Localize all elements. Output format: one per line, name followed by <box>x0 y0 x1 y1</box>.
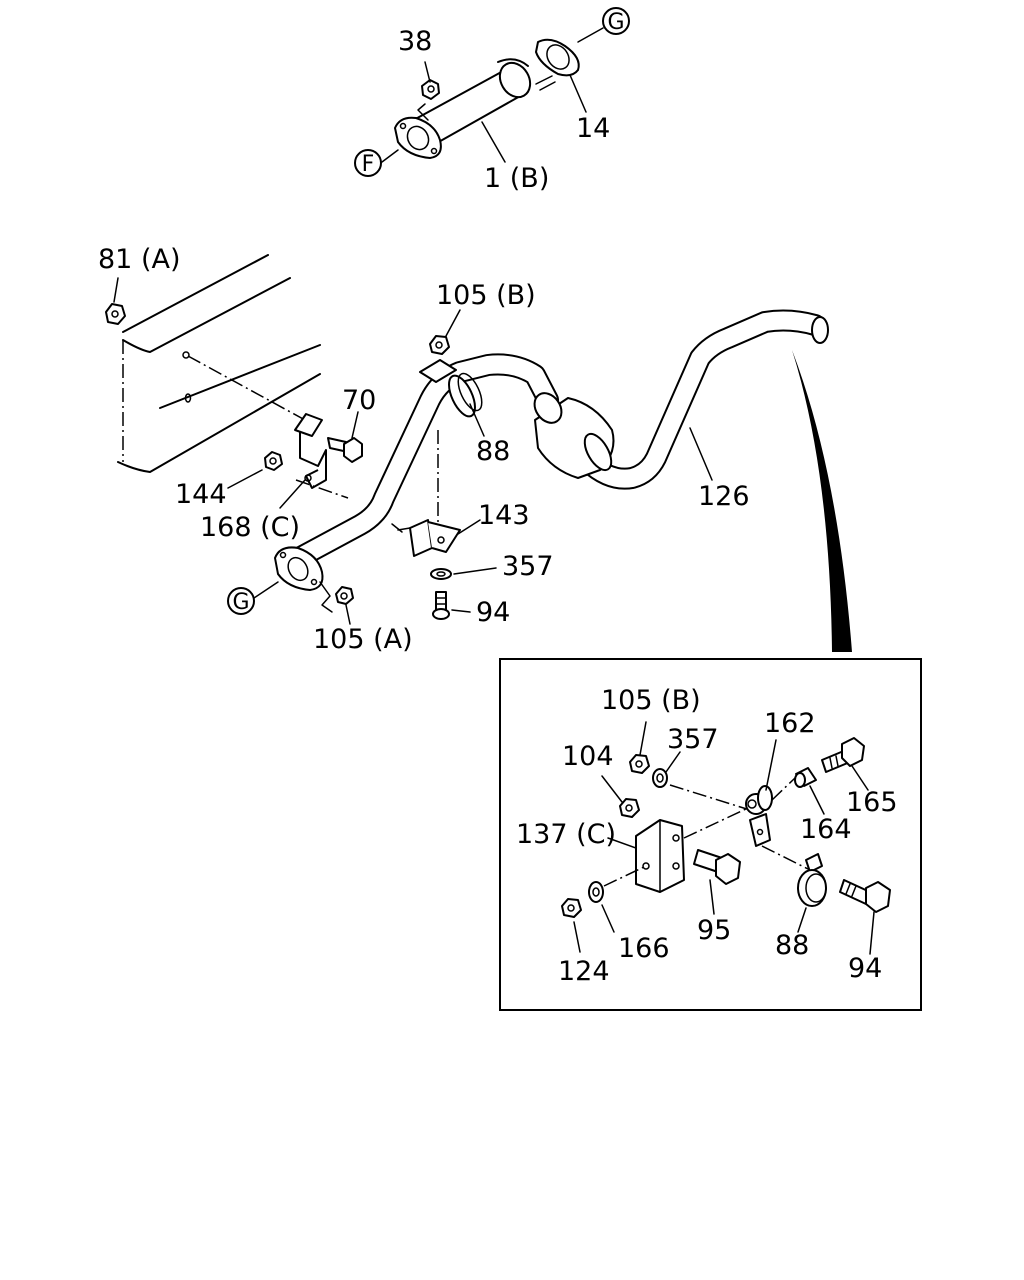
svg-text:G: G <box>607 10 624 35</box>
label-168c: 168 (C) <box>200 512 300 543</box>
chassis-frame <box>117 254 321 473</box>
bolt-70 <box>327 411 363 463</box>
label-95: 95 <box>697 915 731 946</box>
clamp-88-main <box>419 359 485 437</box>
detail-box <box>499 658 922 1011</box>
bolt-165 <box>821 737 869 791</box>
bolt-95 <box>693 849 741 915</box>
label-1b: 1 (B) <box>484 163 549 194</box>
svg-text:G: G <box>232 590 249 615</box>
collar-164 <box>794 767 825 815</box>
flange-g <box>253 546 324 599</box>
nut-105b-detail <box>629 721 650 774</box>
washer-357-main <box>430 567 497 580</box>
stud-bolt <box>535 75 556 91</box>
bolt-94-main <box>432 591 471 620</box>
label-14: 14 <box>576 113 610 144</box>
hanger-bracket-168c <box>294 413 327 489</box>
gasket-14 <box>535 38 580 77</box>
washer-357-detail <box>652 751 681 788</box>
label-137c: 137 (C) <box>516 819 616 850</box>
label-357-detail: 357 <box>667 724 719 755</box>
label-88-main: 88 <box>476 436 510 467</box>
muffler-body <box>533 392 615 479</box>
label-126: 126 <box>698 481 750 512</box>
label-105b-detail: 105 (B) <box>601 685 701 716</box>
nut-105b-main <box>429 309 461 355</box>
label-81a: 81 (A) <box>98 244 180 275</box>
bracket-137c <box>607 819 685 893</box>
label-166: 166 <box>618 933 670 964</box>
label-164: 164 <box>800 814 852 845</box>
nut-124 <box>561 898 582 953</box>
ref-circle-g-bottom: G <box>227 587 255 615</box>
front-pipe-1b <box>409 58 532 149</box>
front-pipe-assembly <box>381 27 604 163</box>
label-88-detail: 88 <box>775 930 809 961</box>
washer-166 <box>588 881 615 933</box>
nut-81a <box>105 277 126 325</box>
rubber-mount-143 <box>391 519 481 557</box>
label-124: 124 <box>558 956 610 987</box>
clamp-88-detail <box>797 853 827 933</box>
label-165: 165 <box>846 787 898 818</box>
label-357-main: 357 <box>502 551 554 582</box>
detail-parts <box>561 721 891 955</box>
flange-f <box>394 116 442 159</box>
label-104: 104 <box>562 741 614 772</box>
part-labels: 38 14 1 (B) 81 (A) 105 (B) 70 88 126 144… <box>98 26 898 987</box>
detail-pointer <box>792 350 852 652</box>
bushing-162 <box>745 739 777 847</box>
nut-38 <box>417 79 440 121</box>
label-38: 38 <box>398 26 432 57</box>
label-105a: 105 (A) <box>313 624 413 655</box>
label-144: 144 <box>175 479 227 510</box>
svg-text:F: F <box>362 152 375 177</box>
tail-pipe-126 <box>284 309 829 571</box>
ref-circle-g-top: G <box>602 7 630 35</box>
bolt-94-detail <box>839 879 891 955</box>
ref-circle-f: F <box>354 149 382 177</box>
label-70: 70 <box>342 385 376 416</box>
nut-144 <box>227 451 283 489</box>
label-105b-main: 105 (B) <box>436 280 536 311</box>
label-143: 143 <box>478 500 530 531</box>
label-94-main: 94 <box>476 597 510 628</box>
nut-105a <box>319 581 354 625</box>
label-94-detail: 94 <box>848 953 882 984</box>
nut-104 <box>601 775 640 818</box>
label-162: 162 <box>764 708 816 739</box>
